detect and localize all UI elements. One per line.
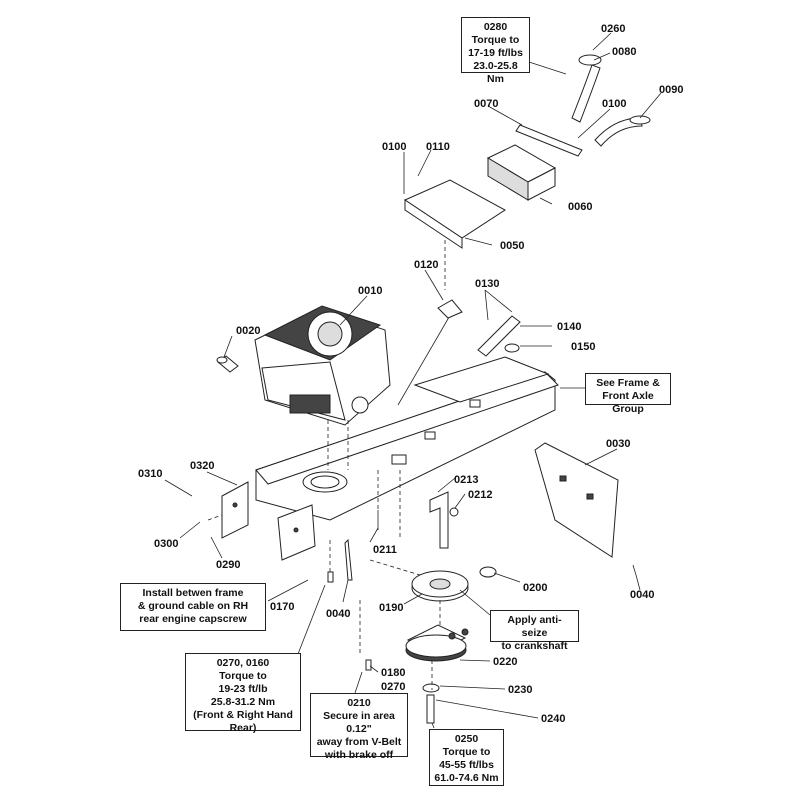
note-secure-0210: 0210 Secure in area 0.12" away from V-Be… bbox=[310, 693, 408, 761]
note-line: Install betwen frame bbox=[142, 587, 244, 599]
bracket-0213 bbox=[429, 491, 449, 549]
callout-0270: 0270 bbox=[381, 681, 405, 693]
note-line: with brake off bbox=[324, 749, 394, 761]
callout-0130: 0130 bbox=[475, 278, 499, 290]
callout-0020: 0020 bbox=[236, 325, 260, 337]
note-line: 19-23 ft/lb bbox=[218, 683, 268, 695]
callout-0200: 0200 bbox=[523, 582, 547, 594]
muffler bbox=[486, 144, 557, 201]
exhaust-pipes bbox=[571, 54, 651, 147]
callout-0211: 0211 bbox=[373, 544, 397, 556]
note-line: (Front & Right Hand Rear) bbox=[193, 709, 293, 734]
callout-0213: 0213 bbox=[454, 474, 478, 486]
callout-0070: 0070 bbox=[474, 98, 498, 110]
note-line: away from V-Belt bbox=[316, 736, 402, 748]
clip-0150 bbox=[504, 343, 520, 353]
callout-0150: 0150 bbox=[571, 341, 595, 353]
callout-0110: 0110 bbox=[426, 141, 450, 153]
callout-0010: 0010 bbox=[358, 285, 382, 297]
part-0020 bbox=[216, 355, 239, 373]
callout-0050: 0050 bbox=[500, 240, 524, 252]
note-line: Torque to bbox=[442, 746, 491, 758]
heat-shield bbox=[403, 179, 506, 249]
note-line: 17-19 ft/lbs bbox=[468, 47, 523, 59]
bracket-0320 bbox=[221, 481, 316, 561]
callout-0212: 0212 bbox=[468, 489, 492, 501]
clip-0200 bbox=[479, 566, 497, 578]
note-line: 61.0-74.6 Nm bbox=[434, 772, 499, 784]
note-line: See Frame & bbox=[596, 377, 660, 389]
note-secure-0210-title: 0210 bbox=[347, 697, 371, 709]
callout-0060: 0060 bbox=[568, 201, 592, 213]
leader-lines bbox=[164, 32, 662, 729]
note-torque-0280: 0280 Torque to 17-19 ft/lbs 23.0-25.8 Nm bbox=[461, 17, 530, 85]
washer-0230 bbox=[422, 683, 440, 693]
note-torque-0270-title: 0270, 0160 bbox=[216, 657, 270, 669]
note-torque-0250-title: 0250 bbox=[454, 733, 479, 745]
callout-0220: 0220 bbox=[493, 656, 517, 668]
note-line: 23.0-25.8 Nm bbox=[473, 60, 518, 85]
center-lines bbox=[207, 240, 446, 690]
callout-0260: 0260 bbox=[601, 23, 625, 35]
callout-0090: 0090 bbox=[659, 84, 683, 96]
clutch-0220 bbox=[405, 624, 469, 662]
pulley-0190 bbox=[411, 570, 469, 602]
callout-0230: 0230 bbox=[508, 684, 532, 696]
bolt-0040 bbox=[632, 564, 637, 576]
note-line: Apply anti-seize bbox=[507, 614, 562, 639]
callout-0080: 0080 bbox=[612, 46, 636, 58]
callout-0040-right: 0040 bbox=[630, 589, 654, 601]
callout-0030: 0030 bbox=[606, 438, 630, 450]
callout-0310: 0310 bbox=[138, 468, 162, 480]
brake-rod bbox=[344, 538, 353, 581]
note-torque-0250: 0250 Torque to 45-55 ft/lbs 61.0-74.6 Nm bbox=[429, 729, 504, 786]
note-line: & ground cable on RH bbox=[137, 600, 249, 612]
muffler-bracket bbox=[515, 124, 583, 157]
nut-0212 bbox=[449, 507, 459, 517]
callout-0170: 0170 bbox=[270, 601, 294, 613]
note-line: Front Axle Group bbox=[602, 390, 654, 415]
callout-0040-left: 0040 bbox=[326, 608, 350, 620]
callout-0300: 0300 bbox=[154, 538, 178, 550]
callout-0320: 0320 bbox=[190, 460, 214, 472]
callout-0140: 0140 bbox=[557, 321, 581, 333]
callout-0190: 0190 bbox=[379, 602, 403, 614]
callout-0180: 0180 bbox=[381, 667, 405, 679]
callout-0100-lower: 0100 bbox=[382, 141, 406, 153]
callout-0240: 0240 bbox=[541, 713, 565, 725]
frame bbox=[255, 356, 559, 521]
callout-0100-upper: 0100 bbox=[602, 98, 626, 110]
note-line: Secure in area 0.12" bbox=[323, 710, 395, 735]
note-line: Torque to bbox=[471, 34, 520, 46]
dipstick bbox=[397, 299, 463, 406]
note-line: to crankshaft bbox=[501, 640, 568, 652]
callout-labels: 0260 0080 0070 0100 0090 0100 0110 0060 … bbox=[138, 23, 683, 725]
note-line: rear engine capscrew bbox=[139, 613, 247, 625]
screw-0160 bbox=[327, 571, 334, 583]
note-torque-0270: 0270, 0160 Torque to 19-23 ft/lb 25.8-31… bbox=[185, 653, 301, 734]
note-torque-0280-title: 0280 bbox=[483, 21, 508, 33]
bolt-0240 bbox=[426, 694, 435, 724]
tube bbox=[477, 315, 521, 357]
engine bbox=[254, 305, 391, 426]
note-line: 25.8-31.2 Nm bbox=[210, 696, 276, 708]
note-line: Torque to bbox=[219, 670, 267, 682]
callout-0290: 0290 bbox=[216, 559, 240, 571]
note-anti-seize: Apply anti-seize to crankshaft bbox=[490, 610, 579, 652]
screw-0180 bbox=[365, 659, 372, 671]
panel-0030 bbox=[534, 442, 619, 558]
callout-0120: 0120 bbox=[414, 259, 438, 271]
note-ground-cable: Install betwen frame & ground cable on R… bbox=[120, 583, 266, 631]
note-line: 45-55 ft/lbs bbox=[439, 759, 494, 771]
note-frame-group: See Frame & Front Axle Group bbox=[585, 373, 671, 415]
